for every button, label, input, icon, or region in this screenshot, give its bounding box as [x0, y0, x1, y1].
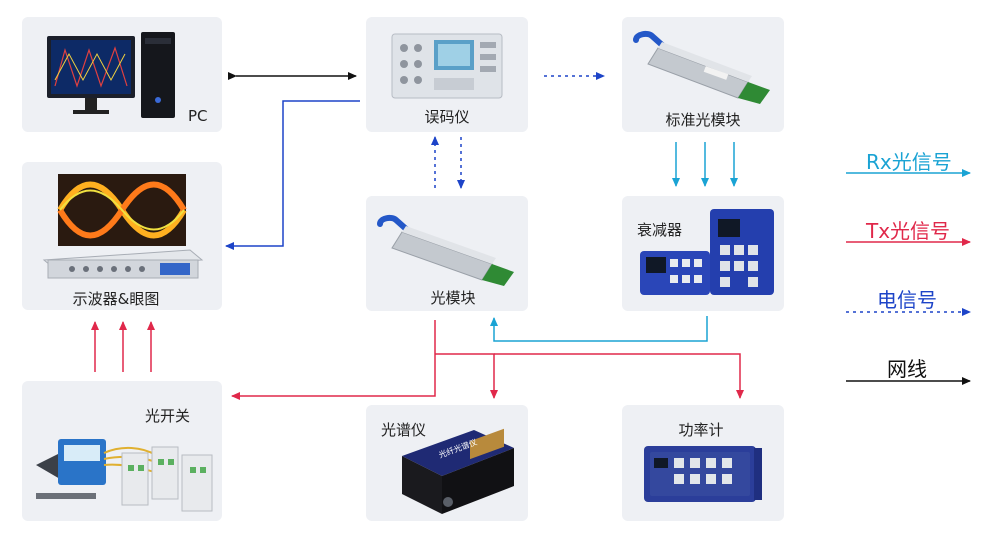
node-label-dut-module: 光模块: [430, 289, 476, 307]
rx-line-att-dut: [490, 316, 708, 342]
node-label-scope: 示波器&眼图: [72, 290, 160, 308]
power-meter-icon: [644, 446, 762, 502]
tx-line-dut-osa: [435, 353, 498, 399]
spectrum-analyzer-icon: 光纤光谱仪: [402, 428, 514, 514]
bert-instrument-icon: [391, 33, 503, 99]
node-label-osa: 光谱仪: [381, 421, 427, 439]
node-label-attenuator: 衰减器: [637, 221, 683, 239]
elec-line-bert-scope: [225, 100, 360, 250]
oscilloscope-eye-diagram-icon: [42, 174, 204, 279]
tx-line-dut-switch: [231, 320, 436, 400]
legend-label-elec: 电信号: [877, 288, 937, 312]
node-label-std-module: 标准光模块: [665, 111, 741, 129]
legend-label-rx: Rx光信号: [866, 150, 952, 174]
legend-label-tx: Tx光信号: [866, 219, 951, 243]
optical-transceiver-dut-illustration: [377, 214, 514, 286]
optical-transceiver-std-illustration: [633, 30, 770, 104]
node-label-bert: 误码仪: [424, 108, 470, 126]
legend-label-net: 网线: [887, 357, 927, 381]
optical-switch-icon: [36, 439, 213, 512]
node-label-power-meter: 功率计: [678, 421, 724, 439]
tx-line-dut-power-meter: [494, 353, 744, 399]
pc-workstation-icon: [47, 32, 175, 118]
node-label-switch: 光开关: [145, 407, 191, 425]
attenuator-icon: [640, 209, 774, 295]
node-label-pc: PC: [188, 107, 208, 125]
